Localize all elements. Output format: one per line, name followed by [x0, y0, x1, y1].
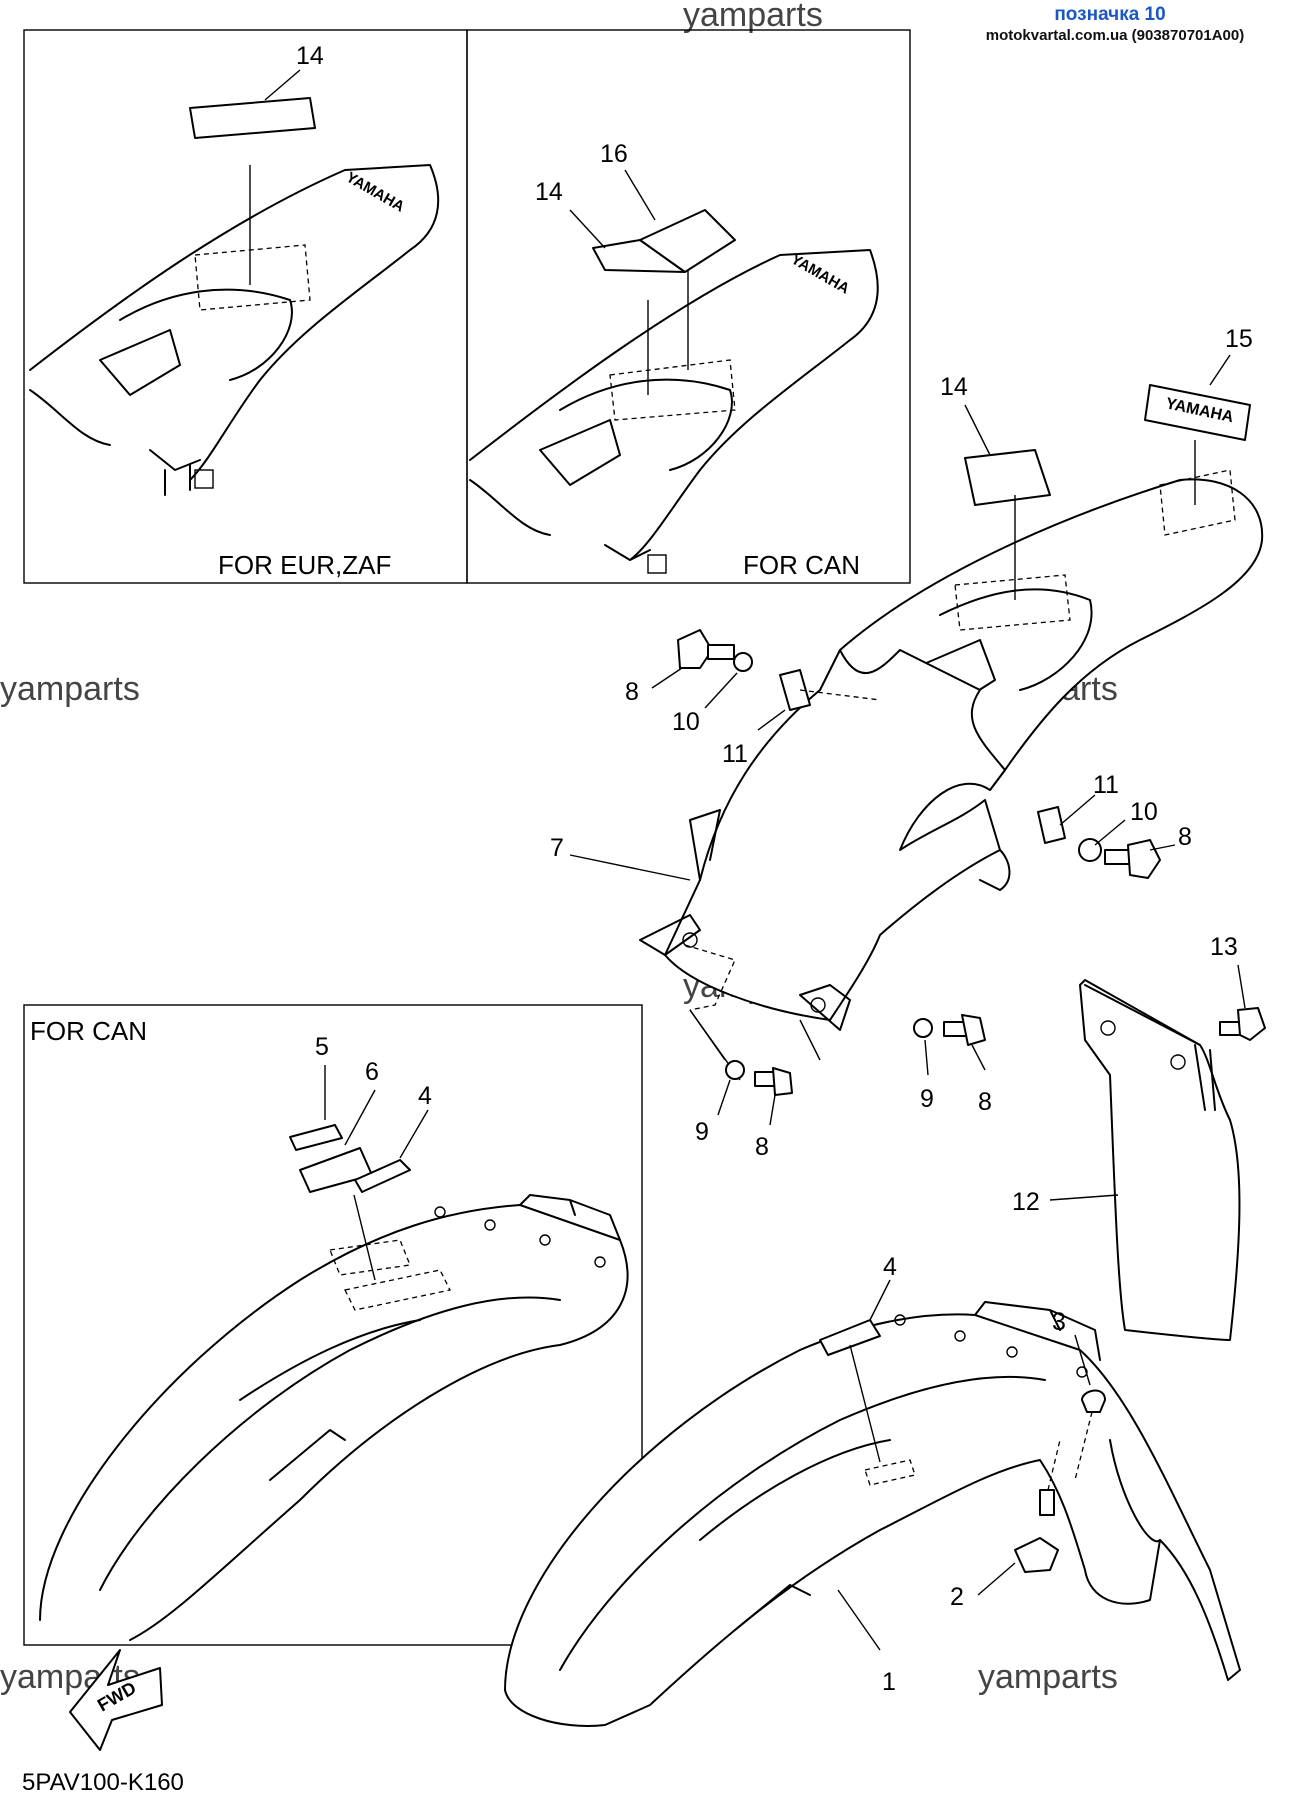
panel-label-can-top: FOR CAN	[743, 550, 860, 580]
callout-8-d: 8	[755, 1133, 769, 1161]
diagram-code: 5PAV100-K160	[22, 1769, 184, 1796]
callout-10-b: 10	[1130, 798, 1158, 826]
callout-13: 13	[1210, 933, 1238, 961]
bolt-8-lower-left	[754, 1067, 793, 1096]
collar-9-left	[725, 1060, 745, 1080]
callout-5: 5	[315, 1033, 329, 1061]
header-title: позначка 10	[1054, 4, 1166, 25]
washer-10-left	[733, 652, 753, 672]
callout-7: 7	[550, 834, 564, 862]
decal-4-front	[819, 1319, 881, 1356]
mud-flap-assembly: 12 13	[1012, 933, 1266, 1341]
bolt-2	[1014, 1489, 1059, 1573]
fwd-arrow-icon: FWD	[69, 1649, 163, 1751]
watermark-top: yamparts	[683, 0, 823, 34]
rear-fender-assembly: 7 14 YAMAHA 15 8 10 11	[550, 325, 1264, 1161]
nut-11-right	[1037, 806, 1066, 844]
bolt-8-left-top	[677, 629, 735, 669]
decal-14-rear	[964, 449, 1051, 506]
decal-15-yamaha	[1144, 384, 1251, 441]
callout-4-front: 4	[883, 1253, 897, 1281]
callout-9-a: 9	[695, 1118, 709, 1146]
front-fender-1	[504, 1313, 1241, 1727]
callout-14-can: 14	[535, 178, 563, 206]
callout-10-a: 10	[672, 708, 700, 736]
watermark-left: yamparts	[0, 670, 140, 708]
callout-12: 12	[1012, 1188, 1040, 1216]
decal-4-can	[354, 1159, 411, 1193]
callout-11-a: 11	[722, 740, 748, 768]
front-fender-assembly: 4 3 2 1	[504, 1253, 1241, 1727]
decal-yamaha-eur: YAMAHA	[343, 169, 407, 216]
callout-4-can: 4	[418, 1082, 432, 1110]
callout-8-b: 8	[1178, 823, 1192, 851]
callout-11-b: 11	[1093, 771, 1119, 799]
panel-label-can-front: FOR CAN	[30, 1016, 147, 1046]
header-subtitle: motokvartal.com.ua (903870701A00)	[985, 27, 1245, 44]
callout-14-eur: 14	[296, 42, 324, 70]
callout-2: 2	[950, 1583, 964, 1611]
callout-8-a: 8	[625, 678, 639, 706]
callout-3: 3	[1052, 1308, 1066, 1336]
decal-yamaha-can: YAMAHA	[788, 251, 852, 298]
panel-can-top: 14 16 YAMAHA FOR CAN	[466, 29, 911, 584]
decal-5	[289, 1124, 343, 1151]
callout-6: 6	[365, 1058, 379, 1086]
bolt-8-right-top	[1104, 839, 1161, 879]
grommet-3	[1081, 1389, 1106, 1413]
callout-16-can: 16	[600, 140, 628, 168]
callout-8-c: 8	[978, 1088, 992, 1116]
collar-9-right	[913, 1018, 933, 1038]
callout-15: 15	[1225, 325, 1253, 353]
panel-label-eur-zaf: FOR EUR,ZAF	[218, 550, 391, 580]
watermark-bottom-right: yamparts	[978, 1658, 1118, 1696]
callout-9-b: 9	[920, 1085, 934, 1113]
bolt-13	[1219, 1007, 1266, 1041]
decal-16-can	[639, 209, 736, 273]
callout-14-rear: 14	[940, 373, 968, 401]
panel-eur-zaf: 14 YAMAHA FOR EUR,ZAF	[23, 29, 468, 584]
decal-14-eur	[189, 97, 316, 139]
panel-can-front: FOR CAN 5 6 4	[23, 1004, 643, 1646]
nut-11-left	[779, 669, 811, 711]
callout-1: 1	[882, 1668, 896, 1696]
bolt-8-lower-right	[943, 1014, 986, 1046]
